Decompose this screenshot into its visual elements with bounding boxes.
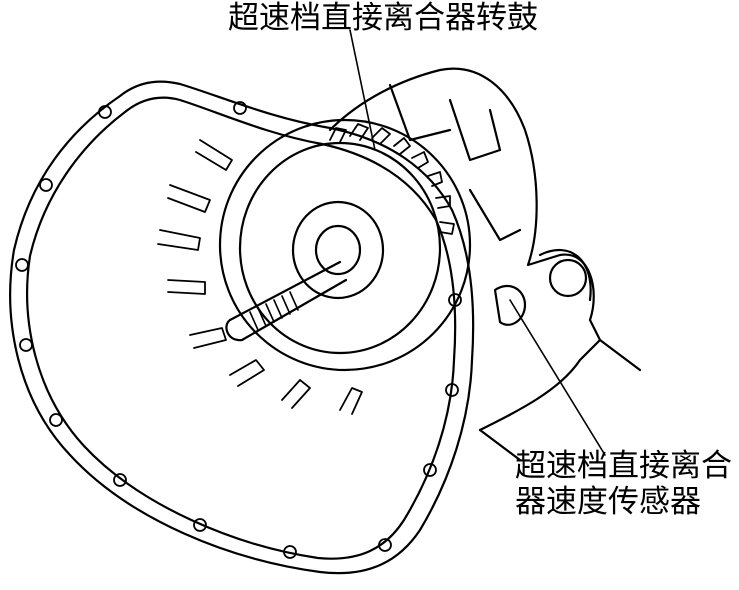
clutch-drum-face xyxy=(238,141,442,355)
leader-line-sensor xyxy=(509,299,606,456)
clutch-drum-hub xyxy=(291,200,385,300)
transmission-case xyxy=(328,67,602,432)
drum-label: 超速档直接离合器转鼓 xyxy=(228,0,538,36)
case-detail-2 xyxy=(448,98,502,162)
rear-extension xyxy=(538,249,592,302)
clutch-drum-outer xyxy=(218,118,472,372)
bell-housing-flange-inner xyxy=(26,96,457,560)
sensor-label: 超速档直接离合 器速度传感器 xyxy=(515,448,732,520)
housing-ribs xyxy=(157,139,363,415)
shaft-splines xyxy=(249,291,299,331)
case-base xyxy=(478,338,642,462)
drum-splines xyxy=(329,123,455,235)
leader-line-drum xyxy=(349,29,376,151)
input-shaft xyxy=(225,260,348,342)
case-detail-3 xyxy=(468,188,522,242)
sensor-label-line1: 超速档直接离合 xyxy=(515,448,732,484)
flange-bolt-holes xyxy=(15,101,462,559)
case-detail-1 xyxy=(388,83,452,142)
speed-sensor xyxy=(493,284,527,326)
rear-boss xyxy=(548,258,588,298)
sensor-label-line2: 器速度传感器 xyxy=(515,484,701,520)
bell-housing-flange xyxy=(9,80,475,575)
clutch-drum-center xyxy=(314,224,362,276)
